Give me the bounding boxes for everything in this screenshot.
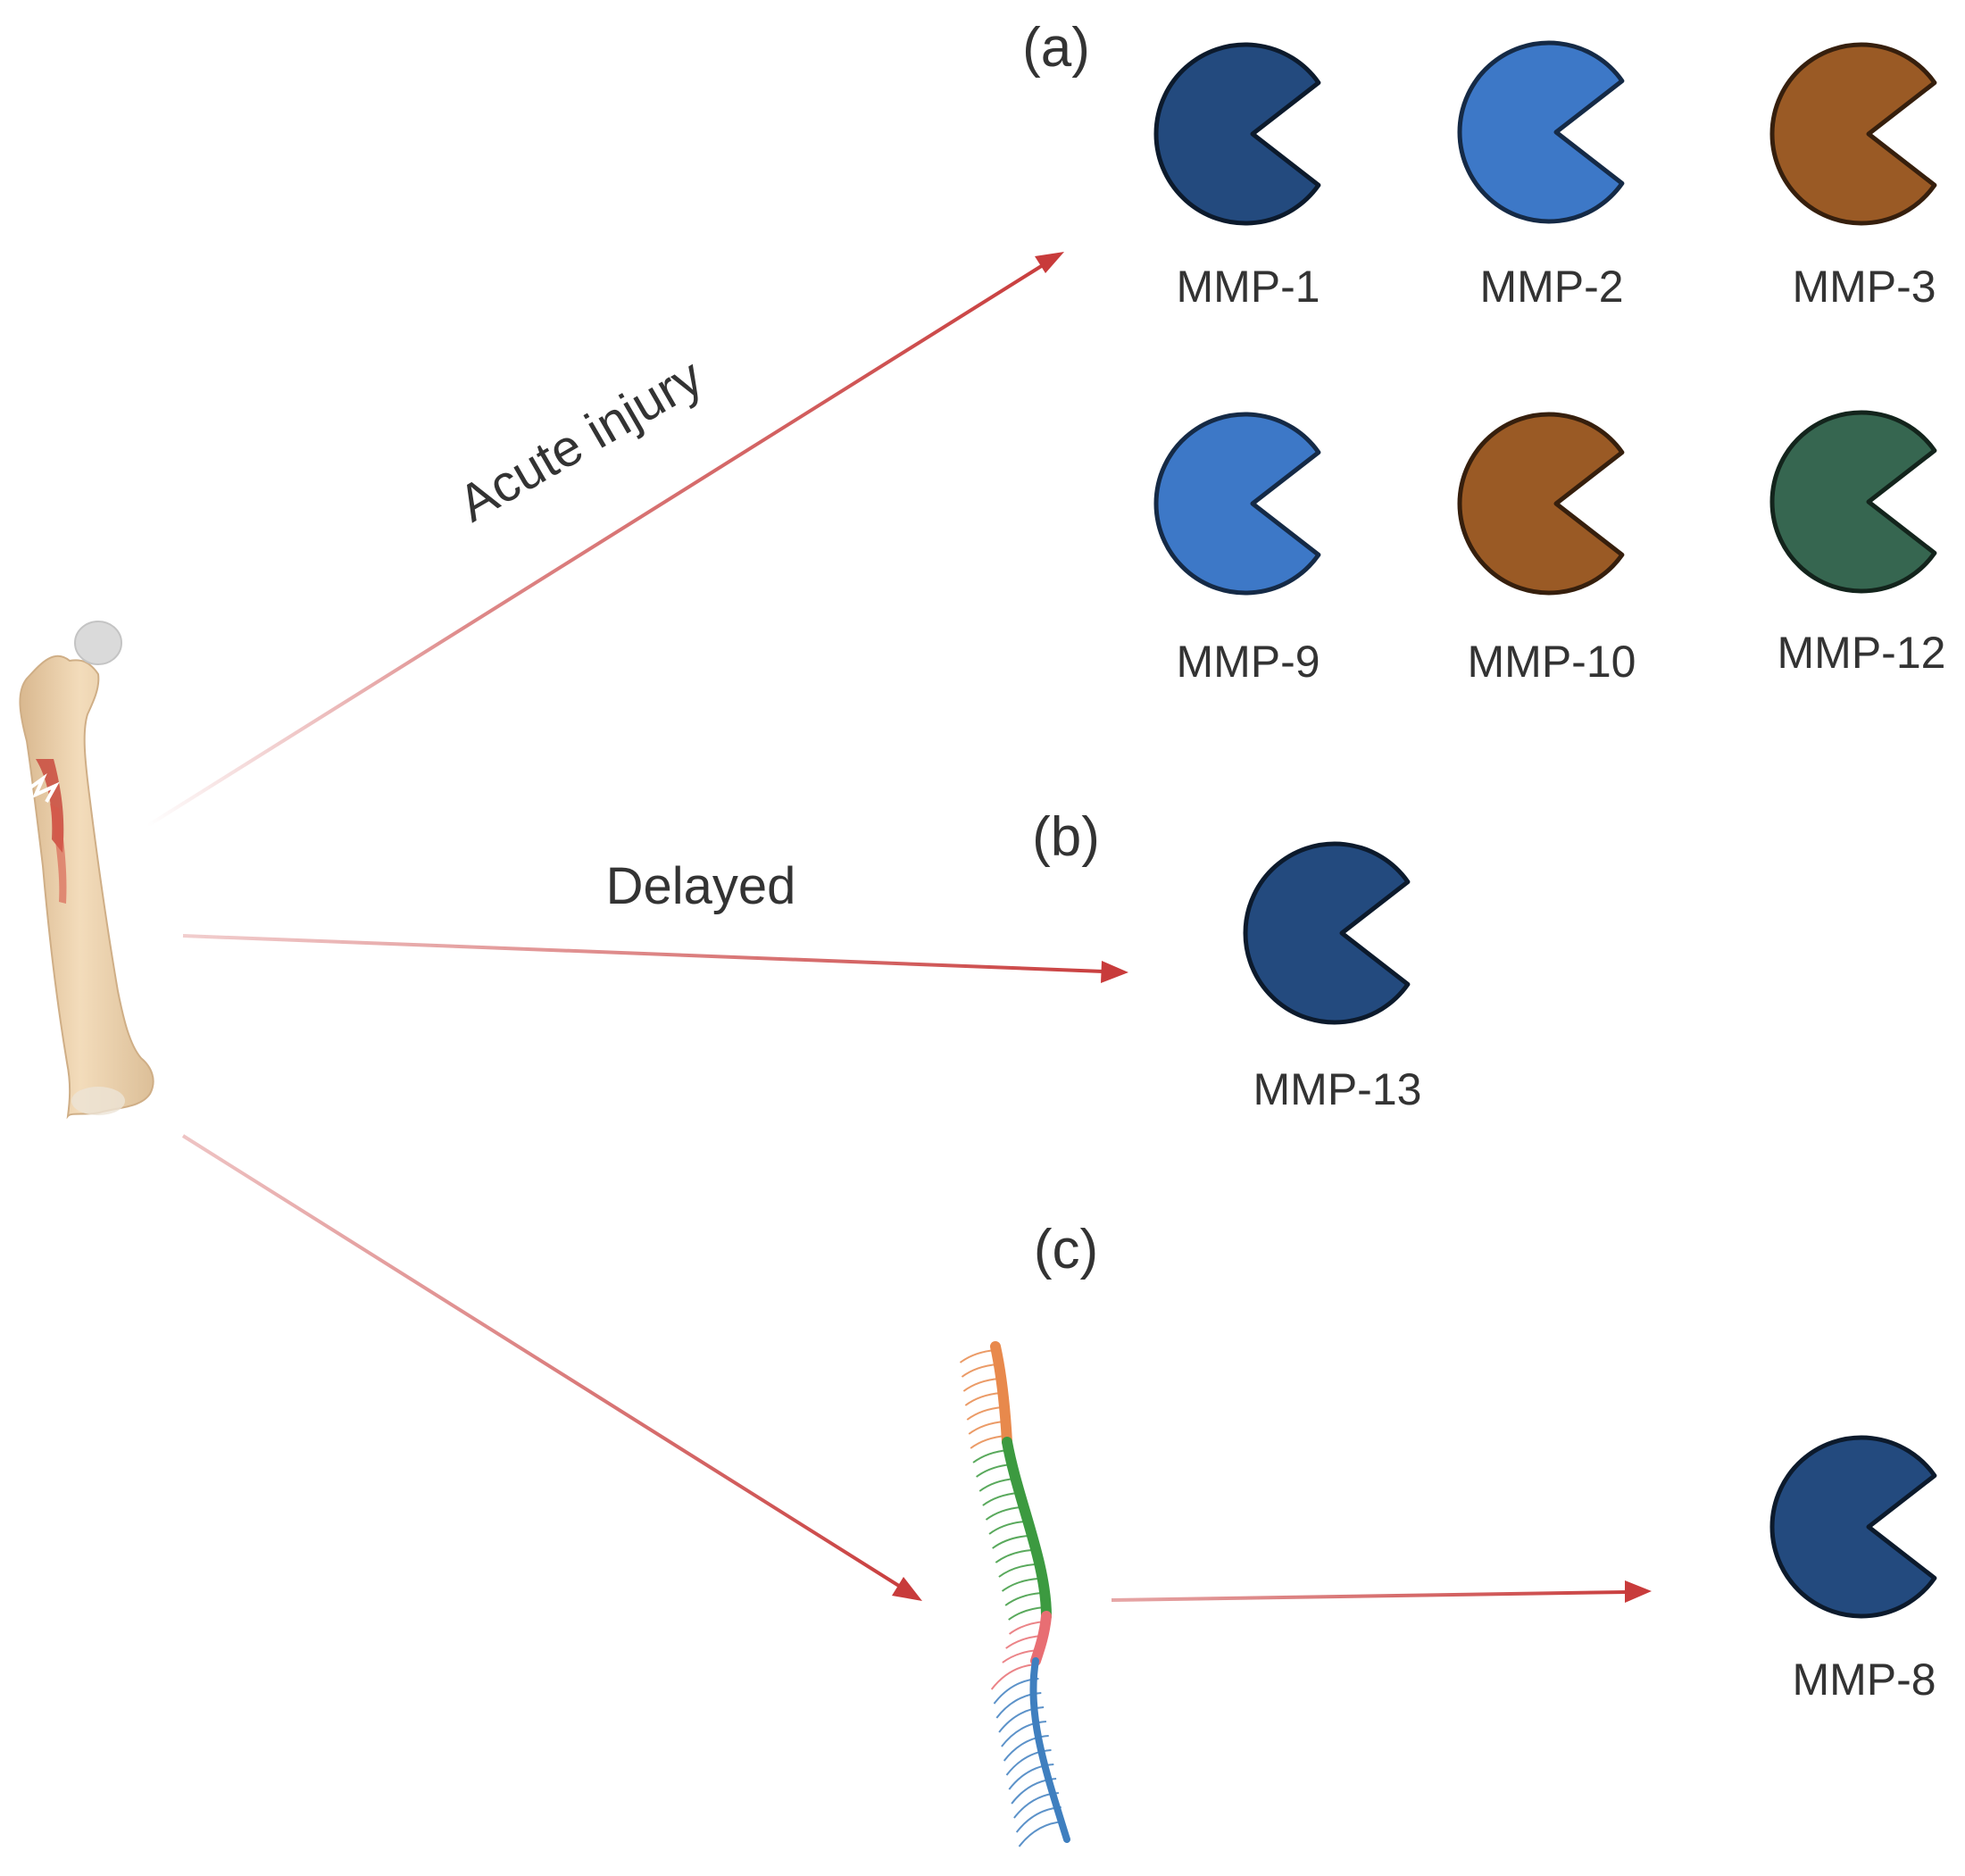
nerve-root-12 — [985, 1506, 1022, 1521]
mmp-8-label: MMP-8 — [1792, 1655, 1936, 1705]
enzyme-mmp-3: MMP-3 — [1769, 42, 1937, 312]
nerve-root-30 — [1008, 1763, 1054, 1790]
mmp-10-enzyme-icon — [1457, 412, 1625, 596]
pathway-label-delayed: Delayed — [606, 857, 796, 915]
enzyme-mmp-10: MMP-10 — [1457, 412, 1636, 687]
nerve-root-27 — [1001, 1721, 1046, 1747]
mmp-1-enzyme-icon — [1153, 42, 1321, 226]
spine-nerve-illustration — [959, 1341, 1070, 1847]
nerve-root-18 — [1004, 1592, 1042, 1606]
nerve-root-2 — [961, 1363, 998, 1378]
mmp-8-enzyme-icon — [1769, 1435, 1937, 1619]
nerve-root-9 — [976, 1463, 1012, 1478]
nerve-root-6 — [968, 1421, 1005, 1435]
nerve-root-15 — [995, 1549, 1032, 1563]
spine-segment-blue — [1029, 1657, 1070, 1843]
arrow-delayed — [182, 934, 1128, 983]
mmp-1-label: MMP-1 — [1176, 262, 1320, 312]
mmp-12-enzyme-icon — [1769, 410, 1937, 594]
nerve-root-14 — [992, 1535, 1028, 1549]
enzyme-mmp-12: MMP-12 — [1769, 410, 1946, 678]
nerve-root-13 — [988, 1521, 1026, 1535]
arrow-acute-injury — [146, 252, 1064, 828]
nerve-root-7 — [970, 1435, 1007, 1449]
nerve-root-8 — [972, 1449, 1010, 1463]
nerve-root-5 — [966, 1406, 1003, 1421]
mmp-3-enzyme-icon — [1769, 42, 1937, 226]
fracture-site — [25, 759, 67, 904]
nerve-root-4 — [964, 1392, 1002, 1406]
panel-label-a: (a) — [1022, 17, 1090, 79]
nerve-root-10 — [978, 1478, 1016, 1492]
mmp-3-label: MMP-3 — [1792, 262, 1936, 312]
enzyme-mmp-8: MMP-8 — [1769, 1435, 1937, 1705]
nerve-root-26 — [998, 1706, 1045, 1733]
mmp-2-enzyme-icon — [1457, 40, 1625, 224]
enzyme-mmp-13: MMP-13 — [1243, 841, 1422, 1114]
panel-label-b: (b) — [1032, 806, 1100, 868]
enzyme-mmp-9: MMP-9 — [1153, 412, 1321, 687]
spine-segment-green — [1002, 1437, 1052, 1622]
nerve-root-17 — [1001, 1578, 1038, 1592]
arrow-to-spine — [181, 1134, 922, 1601]
pathway-label-acute-injury: Acute injury — [449, 347, 712, 533]
nerve-root-1 — [959, 1349, 996, 1363]
enzyme-mmp-2: MMP-2 — [1457, 40, 1625, 312]
nerve-root-29 — [1005, 1749, 1052, 1776]
mmp-10-label: MMP-10 — [1468, 637, 1636, 687]
mmp-2-label: MMP-2 — [1479, 262, 1623, 312]
enzyme-mmp-1: MMP-1 — [1153, 42, 1321, 312]
nerve-root-19 — [1008, 1606, 1045, 1621]
mmp-13-enzyme-icon — [1243, 841, 1411, 1025]
nerve-root-11 — [982, 1492, 1019, 1506]
nerve-root-16 — [998, 1563, 1035, 1578]
nerve-root-34 — [1018, 1821, 1064, 1847]
panel-label-c: (c) — [1034, 1219, 1098, 1280]
nerve-root-28 — [1003, 1735, 1049, 1762]
femoral-head — [74, 621, 122, 665]
mmp-9-label: MMP-9 — [1176, 637, 1320, 687]
mmp-13-label: MMP-13 — [1253, 1064, 1422, 1114]
spine-segment-orange — [990, 1341, 1012, 1447]
mmp-12-label: MMP-12 — [1778, 628, 1946, 678]
mmp-9-enzyme-icon — [1153, 412, 1321, 596]
nerve-root-3 — [962, 1378, 1000, 1392]
femur-bone-illustration — [19, 621, 154, 1120]
arrow-spine-to-mmp8 — [1111, 1580, 1652, 1603]
